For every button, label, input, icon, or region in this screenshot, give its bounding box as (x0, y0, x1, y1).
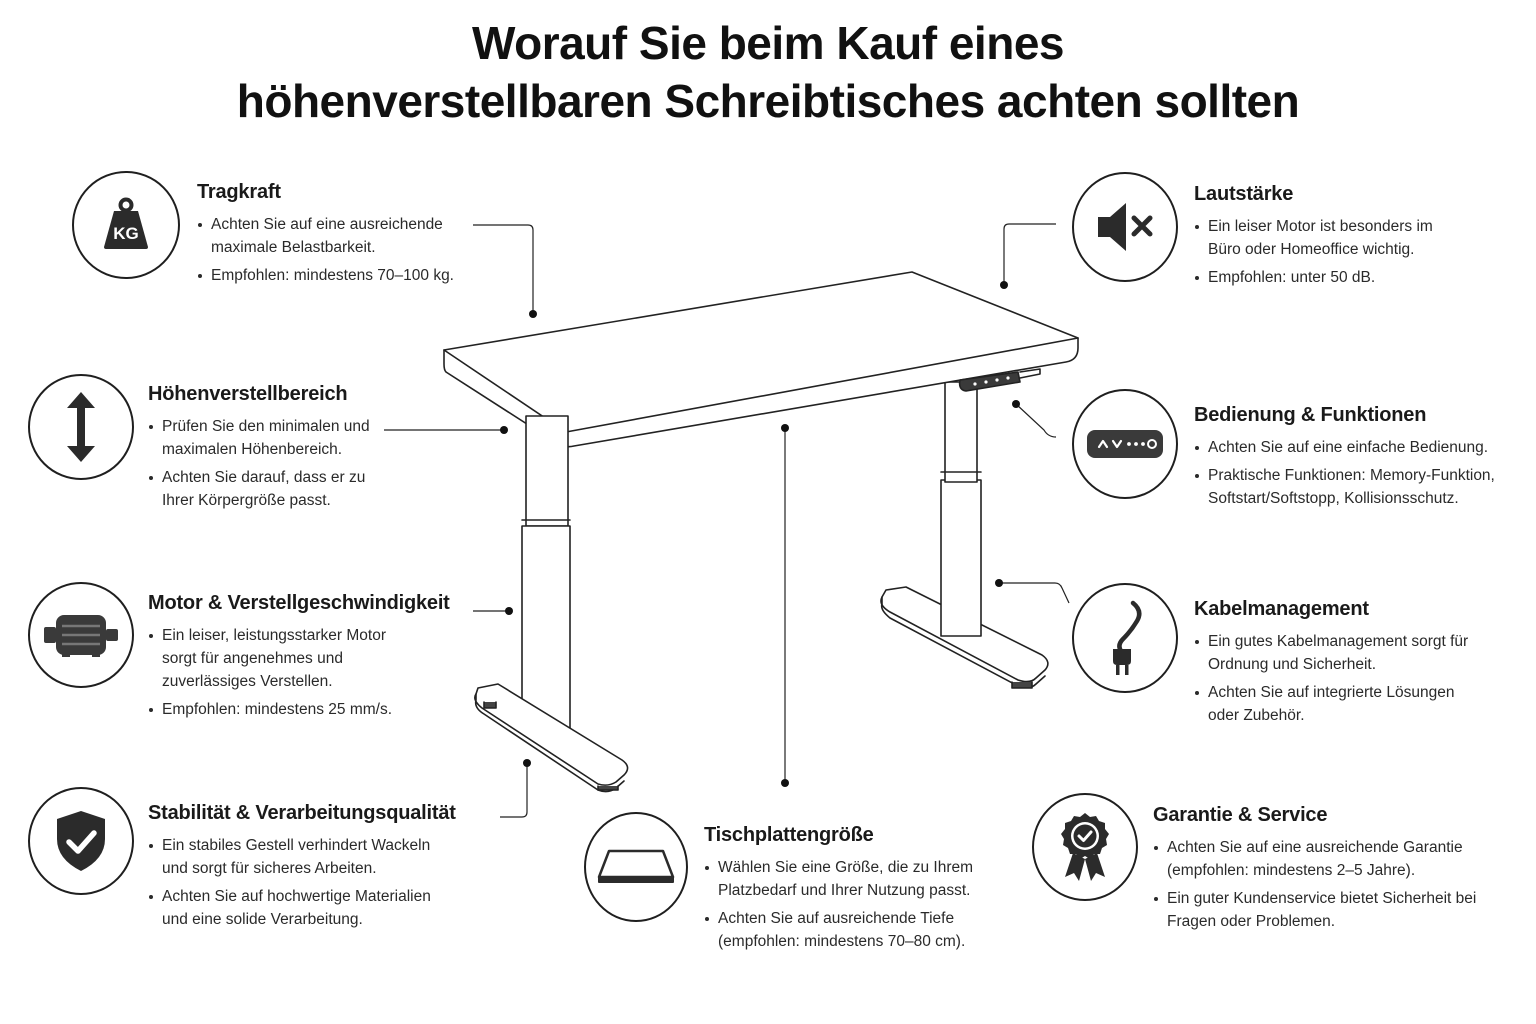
feature-heading: Lautstärke (1194, 183, 1294, 205)
leader-kabel (999, 582, 1070, 604)
desk-left-foot (474, 683, 629, 793)
leader-lautstaerke (1003, 223, 1056, 285)
feature-bullet: Ein gutes Kabelmanagement sorgt für Ordn… (1194, 630, 1474, 676)
feature-bullets: Achten Sie auf eine einfache Bedienung. … (1194, 436, 1512, 510)
feature-heading: Kabelmanagement (1194, 598, 1369, 620)
feature-bullet: Ein leiser Motor ist besonders im Büro o… (1194, 215, 1464, 261)
feature-hoehenverstellbereich: Höhenverstellbereich Prüfen Sie den mini… (148, 383, 380, 517)
feature-bullet: Ein stabiles Gestell verhindert Wackeln … (148, 834, 448, 880)
feature-bullet: Achten Sie auf hochwertige Materialien u… (148, 885, 448, 931)
feature-bullet: Praktische Funktionen: Memory-Funktion, … (1194, 464, 1512, 510)
feature-bullets: Ein leiser, leistungsstarker Motor sorgt… (148, 624, 410, 721)
feature-bullets: Ein stabiles Gestell verhindert Wackeln … (148, 834, 448, 931)
feature-bullets: Achten Sie auf eine ausreichende maximal… (197, 213, 477, 287)
feature-bullet: Wählen Sie eine Größe, die zu Ihrem Plat… (704, 856, 994, 902)
feature-bedienung: Bedienung & Funktionen Achten Sie auf ei… (1194, 404, 1512, 515)
feature-bullet: Ein guter Kundenservice bietet Sicherhei… (1153, 887, 1483, 933)
feature-bullet: Ein leiser, leistungsstarker Motor sorgt… (148, 624, 410, 693)
feature-heading: Stabilität & Verarbeitungsqualität (148, 802, 456, 824)
feature-garantie: Garantie & Service Achten Sie auf eine a… (1153, 804, 1483, 938)
feature-heading: Tragkraft (197, 181, 281, 203)
feature-stabilitaet: Stabilität & Verarbeitungsqualität Ein s… (148, 802, 456, 936)
feature-bullets: Achten Sie auf eine ausreichende Garanti… (1153, 836, 1483, 933)
weight-kg-label: KG (113, 224, 139, 243)
feature-bullets: Ein gutes Kabelmanagement sorgt für Ordn… (1194, 630, 1474, 727)
feature-heading: Tischplattengröße (704, 824, 874, 846)
tabletop-icon (584, 812, 688, 922)
desk-control-panel (958, 368, 1041, 392)
feature-bullets: Prüfen Sie den minimalen und maximalen H… (148, 415, 380, 512)
feature-bullet: Prüfen Sie den minimalen und maximalen H… (148, 415, 380, 461)
feature-bullet: Empfohlen: unter 50 dB. (1194, 266, 1464, 289)
feature-bullet: Achten Sie auf ausreichende Tiefe (empfo… (704, 907, 994, 953)
title-line-2: höhenverstellbaren Schreibtisches achten… (236, 75, 1300, 127)
feature-bullet: Empfohlen: mindestens 25 mm/s. (148, 698, 410, 721)
desk-left-leg (521, 415, 571, 733)
weight-kg-icon: KG (72, 171, 180, 279)
control-panel-icon (1072, 389, 1178, 499)
feature-heading: Motor & Verstellgeschwindigkeit (148, 592, 450, 614)
feature-tragkraft: Tragkraft Achten Sie auf eine ausreichen… (197, 181, 477, 292)
feature-kabelmanagement: Kabelmanagement Ein gutes Kabelmanagemen… (1194, 598, 1474, 732)
feature-heading: Garantie & Service (1153, 804, 1328, 826)
leader-bedienung (1015, 403, 1057, 438)
feature-bullet: Achten Sie auf integrierte Lösungen oder… (1194, 681, 1474, 727)
feature-bullets: Ein leiser Motor ist besonders im Büro o… (1194, 215, 1464, 289)
feature-motor: Motor & Verstellgeschwindigkeit Ein leis… (148, 592, 450, 726)
leader-tragkraft (473, 224, 534, 314)
feature-bullet: Achten Sie darauf, dass er zu Ihrer Körp… (148, 466, 380, 512)
desk-right-leg (940, 381, 982, 637)
feature-bullet: Empfohlen: mindestens 70–100 kg. (197, 264, 477, 287)
feature-heading: Bedienung & Funktionen (1194, 404, 1427, 426)
leader-lines (384, 223, 1070, 818)
page-title: Worauf Sie beim Kauf eines höhenverstell… (0, 14, 1536, 130)
shield-check-icon (28, 787, 134, 895)
feature-bullet: Achten Sie auf eine ausreichende Garanti… (1153, 836, 1483, 882)
leader-stabilitaet (500, 763, 528, 818)
feature-heading: Höhenverstellbereich (148, 383, 348, 405)
feature-tischplattengroesse: Tischplattengröße Wählen Sie eine Größe,… (704, 824, 994, 958)
power-plug-icon (1072, 583, 1178, 693)
speaker-mute-icon (1072, 172, 1178, 282)
motor-icon (28, 582, 134, 688)
feature-bullets: Wählen Sie eine Größe, die zu Ihrem Plat… (704, 856, 994, 953)
feature-lautstaerke: Lautstärke Ein leiser Motor ist besonder… (1194, 183, 1464, 294)
leader-dots (500, 281, 1020, 787)
feature-bullet: Achten Sie auf eine einfache Bedienung. (1194, 436, 1512, 459)
feature-bullet: Achten Sie auf eine ausreichende maximal… (197, 213, 477, 259)
title-line-1: Worauf Sie beim Kauf eines (472, 17, 1064, 69)
up-down-arrow-icon (28, 374, 134, 480)
award-badge-icon (1032, 793, 1138, 901)
